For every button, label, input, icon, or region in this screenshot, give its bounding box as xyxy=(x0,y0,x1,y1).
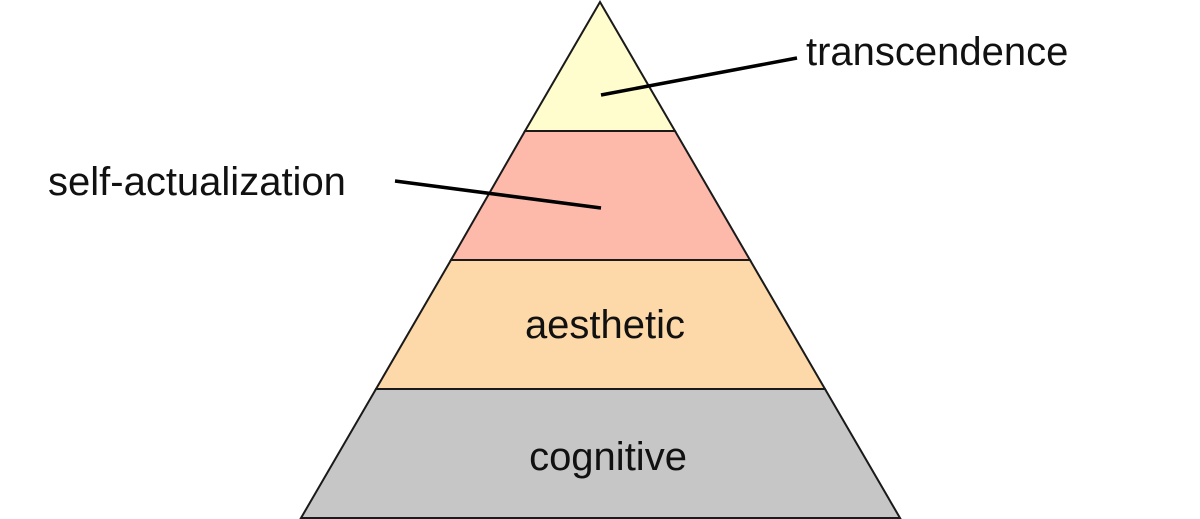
leader-line-transcendence xyxy=(600,56,798,97)
tier-cognitive xyxy=(299,388,902,519)
leader-line-self-actualization xyxy=(394,179,602,210)
tier-label-aesthetic: aesthetic xyxy=(525,303,685,347)
tier-label-cognitive: cognitive xyxy=(529,435,687,479)
tier-transcendence xyxy=(523,0,677,132)
callout-label-transcendence: transcendence xyxy=(806,30,1068,74)
callout-label-self-actualization: self-actualization xyxy=(48,160,346,204)
